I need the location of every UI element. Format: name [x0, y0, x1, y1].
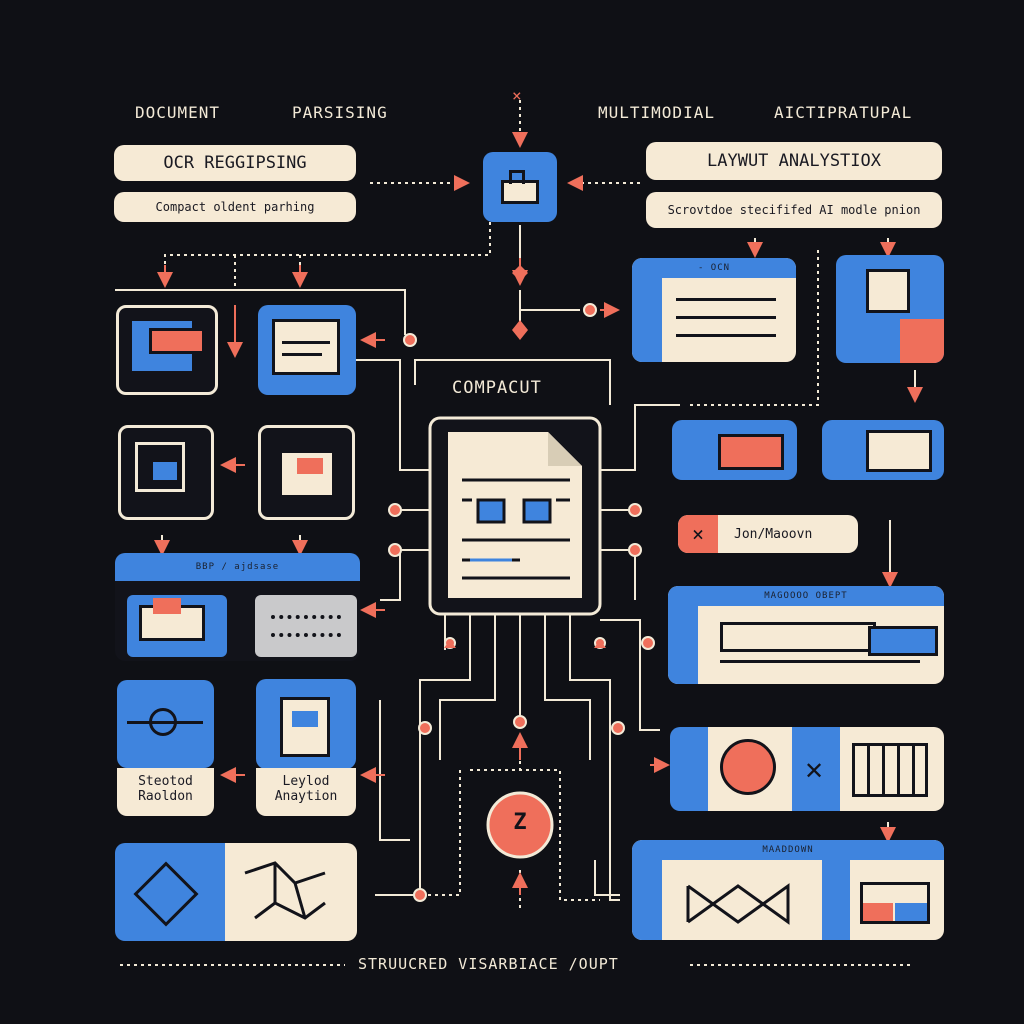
json-markdown-label: Jon/Maoovn — [734, 526, 813, 542]
markdown-window[interactable]: MAADDOWN — [632, 840, 944, 940]
grid-table-panel[interactable] — [840, 727, 944, 811]
layout-analysis-card[interactable]: Leylod Anaytion — [256, 768, 356, 816]
dotted-connector — [470, 769, 600, 901]
core-node-label: Z — [513, 810, 527, 835]
diamond-node — [512, 265, 528, 281]
structured-ai-pill[interactable]: Scrovtdoe stecififed AI modle pnion — [646, 192, 942, 228]
connector — [380, 549, 430, 601]
layout-blocks-icon[interactable] — [116, 305, 218, 395]
text-block-tile[interactable] — [822, 420, 944, 480]
connector-node — [583, 303, 597, 317]
close-icon: ✕ — [804, 757, 825, 785]
connector — [544, 615, 591, 760]
globe-panel[interactable] — [708, 727, 792, 811]
connector-node — [388, 503, 402, 517]
connector-node — [388, 543, 402, 557]
markdown-header: MAADDOWN — [632, 840, 944, 860]
compact-parsing-pill[interactable]: Compact oldent parhing — [114, 192, 356, 222]
json-marker-badge: × — [678, 515, 718, 553]
connector — [414, 359, 611, 405]
core-title: COMPACUT — [452, 378, 542, 398]
bbp-window[interactable]: BBP / ajdsase — [115, 553, 360, 661]
multimodal-label: MULTIMODIAL — [598, 103, 715, 122]
connector — [639, 650, 660, 731]
connector-node — [413, 888, 427, 902]
connector-node — [611, 721, 625, 735]
panel-sidebar — [670, 727, 708, 811]
doc-parsing-label-2: PARSISING — [292, 103, 388, 122]
core-document — [448, 432, 582, 598]
core-doc-block — [476, 498, 506, 524]
graph-structure-card[interactable] — [225, 843, 357, 941]
multimodal-label-2: AICTIPRATUPAL — [774, 103, 913, 122]
dotted-connector — [375, 770, 461, 896]
markdown-output-window[interactable]: MAGOOOO OBEPT — [668, 586, 944, 684]
connector — [375, 810, 421, 896]
connector — [115, 289, 406, 335]
core-doc-block — [522, 498, 552, 524]
connector — [340, 359, 430, 471]
connector — [419, 615, 471, 840]
diamond-node — [512, 320, 528, 340]
connector — [600, 549, 636, 600]
globe-icon — [720, 739, 776, 795]
layout-analysis-caption: Leylod Anaytion — [274, 774, 338, 804]
json-markdown-pill[interactable]: × Jon/Maoovn — [678, 515, 858, 553]
crop-region-icon[interactable] — [258, 425, 355, 520]
layout-analysis-pill[interactable]: LAYWUT ANALYSTIOX — [646, 142, 942, 180]
cube-icon[interactable] — [115, 843, 225, 941]
connector — [379, 700, 410, 841]
bbp-window-header: BBP / ajdsase — [115, 553, 360, 581]
ocr-window[interactable]: - OCN — [632, 258, 796, 362]
doc-parsing-label: DOCUMENT — [135, 103, 221, 122]
region-map-icon[interactable] — [118, 425, 214, 520]
ocr-pill[interactable]: OCR REGGIPSING — [114, 145, 356, 181]
footer-label: STRUUCRED VISARBIACE /OUPT — [358, 955, 619, 973]
graph-network-icon — [244, 861, 326, 920]
markdown-output-header: MAGOOOO OBEPT — [668, 586, 944, 606]
core-node-badge — [486, 791, 554, 859]
layout-grid-icon — [860, 882, 930, 924]
network-graph-icon — [686, 883, 790, 925]
connector-node — [628, 503, 642, 517]
text-page-icon[interactable] — [258, 305, 356, 395]
close-panel[interactable]: ✕ — [792, 727, 840, 811]
connector — [439, 615, 496, 760]
structured-rendition-card[interactable]: Steotod Raoldon — [117, 768, 214, 816]
table-icon — [852, 743, 928, 797]
input-document-icon[interactable] — [483, 152, 557, 222]
connector — [600, 404, 680, 471]
connector-node — [513, 715, 527, 729]
connector — [569, 615, 620, 901]
connector-node — [641, 636, 655, 650]
layout-frame-icon[interactable] — [256, 679, 356, 769]
svg-text:×: × — [512, 86, 522, 105]
target-node-icon[interactable] — [117, 680, 214, 768]
compact-block-tile[interactable] — [672, 420, 797, 480]
connector-node — [418, 721, 432, 735]
dotted-connector — [164, 222, 491, 275]
chip-layout-icon[interactable] — [836, 255, 944, 363]
ocr-window-header: - OCN — [632, 258, 796, 278]
connector-node — [628, 543, 642, 557]
connector — [594, 860, 620, 896]
connector-node — [403, 333, 417, 347]
connector — [600, 619, 641, 665]
structured-rendition-caption: Steotod Raoldon — [138, 774, 193, 804]
dotted-connector — [690, 250, 819, 406]
